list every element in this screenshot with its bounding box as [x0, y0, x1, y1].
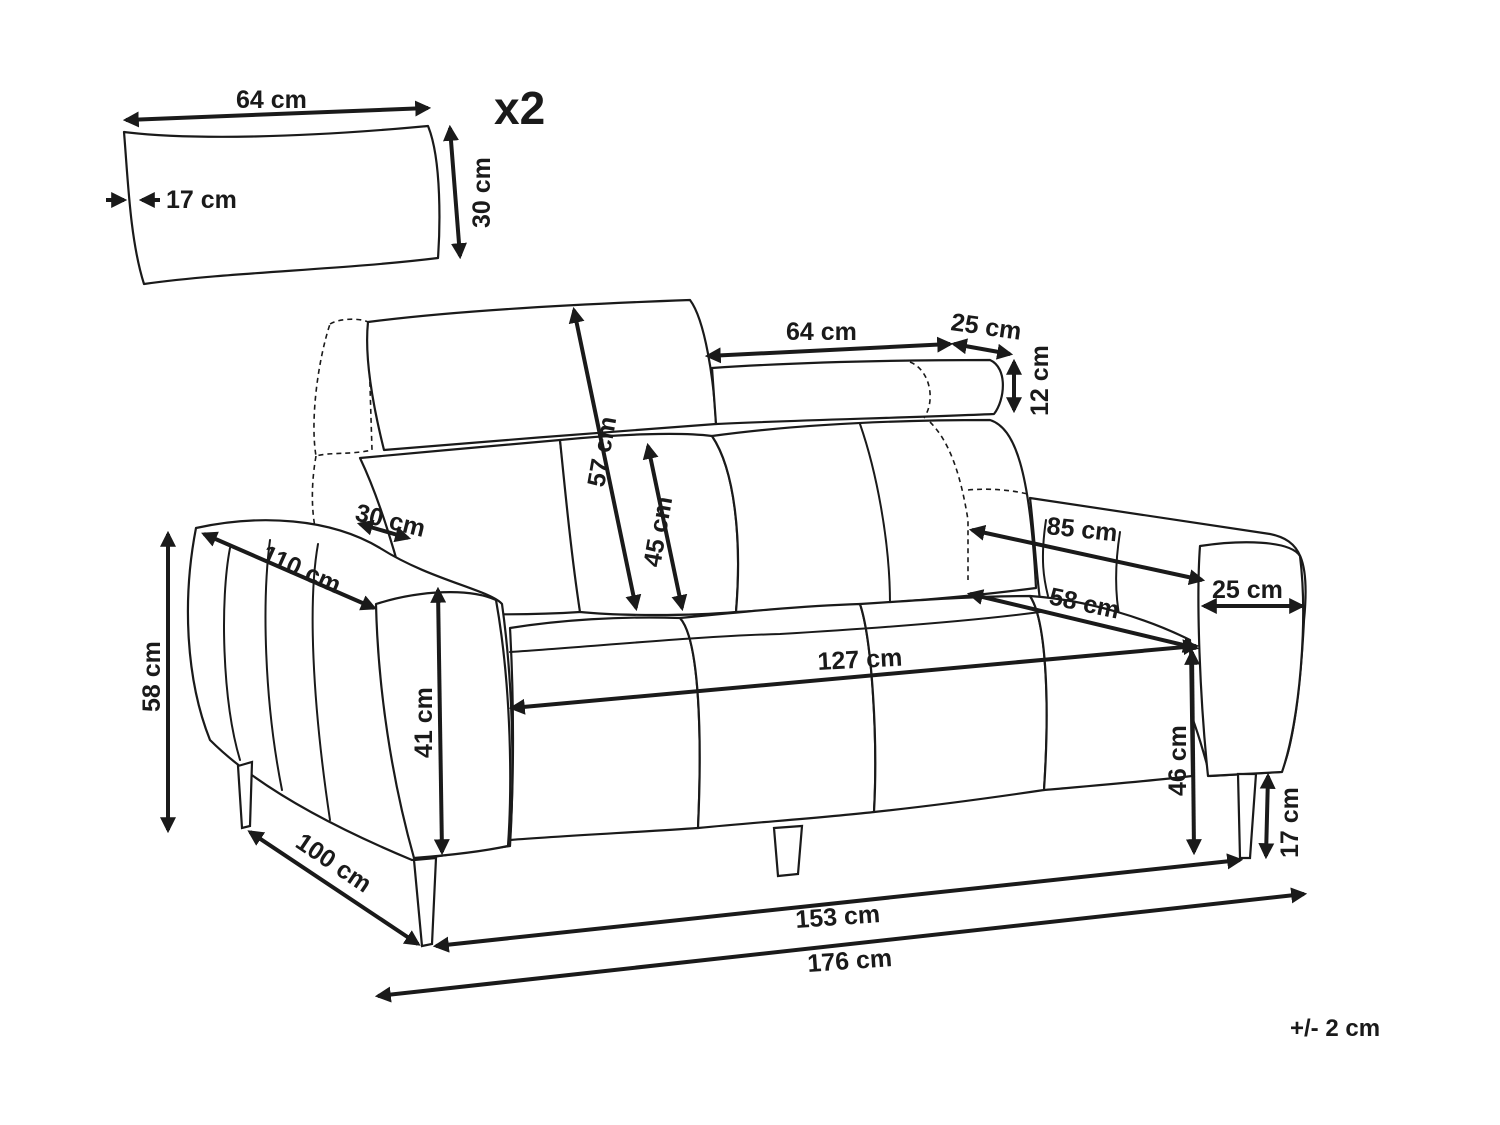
- headrest-thickness-label: 12 cm: [1026, 345, 1054, 416]
- seat-width-label: 127 cm: [817, 644, 903, 676]
- leg-front-middle: [772, 824, 804, 878]
- leg-back-left: [236, 760, 254, 830]
- total-height-label: 58 cm: [138, 641, 166, 712]
- pillow-width-label: 64 cm: [236, 86, 307, 114]
- headrest-extension-label: 25 cm: [949, 308, 1023, 346]
- quantity-label: x2: [494, 82, 545, 134]
- seat-cushion-right: [858, 594, 1048, 814]
- pillow-drawing: [122, 124, 441, 286]
- leg-height-label: 17 cm: [1276, 787, 1304, 858]
- back-cushion-right: [710, 418, 1038, 614]
- headrest-top-width-label: 64 cm: [786, 318, 857, 346]
- pillow-height-label: 30 cm: [468, 157, 496, 228]
- armrest-width-label: 25 cm: [1212, 576, 1283, 604]
- arm-height-label: 41 cm: [410, 687, 438, 758]
- headrest-pad: [366, 298, 718, 452]
- headrest-side: [710, 358, 1004, 426]
- sofa-drawing: [186, 298, 1307, 948]
- leg-front-left: [412, 856, 438, 948]
- width-between-legs-label: 153 cm: [794, 900, 881, 934]
- leg-front-right: [1236, 772, 1258, 860]
- total-width-label: 176 cm: [806, 944, 893, 978]
- tolerance-label: +/- 2 cm: [1290, 1015, 1380, 1042]
- seat-height-label: 46 cm: [1164, 725, 1192, 796]
- headrest-extended-outline: [313, 318, 373, 458]
- dimension-lines: [106, 100, 1308, 1003]
- pillow-depth-label: 17 cm: [166, 186, 237, 214]
